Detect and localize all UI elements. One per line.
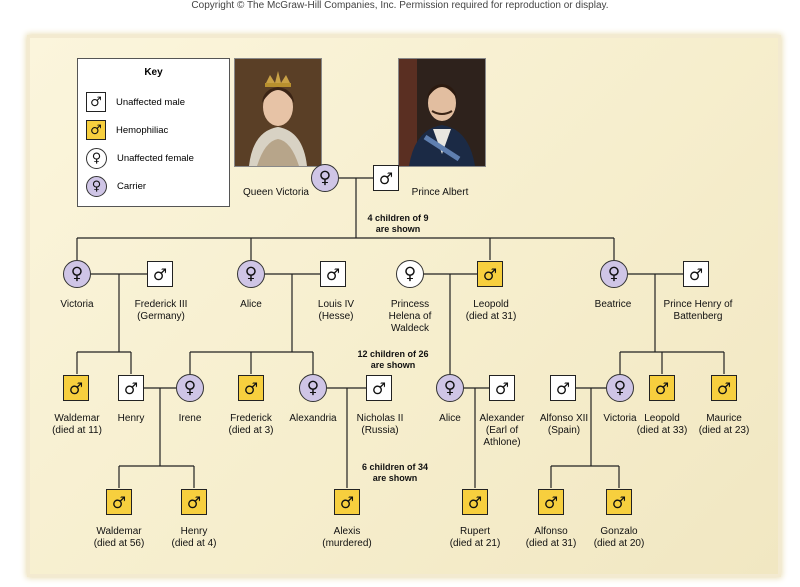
prince-henry-male-symbol: ♂ [683, 261, 709, 287]
helena-label: Princess Helena of Waldeck [388, 299, 432, 334]
rupert-label: Rupert (died at 21) [449, 526, 501, 549]
portrait-illustration [235, 59, 321, 166]
beatrice-carrier-symbol: ♀ [600, 260, 628, 288]
nicholas-ii-label: Nicholas II (Russia) [356, 413, 404, 436]
frederick-label: Frederick (died at 3) [228, 413, 274, 436]
gen1-children-note: 4 children of 9 are shown [367, 213, 429, 234]
prince-henry-label: Prince Henry of Battenberg [663, 299, 733, 322]
victoria-carrier-symbol: ♀ [63, 260, 91, 288]
legend-title: Key [144, 67, 163, 78]
leopold-gen3-hemophiliac-symbol: ♂ [649, 375, 675, 401]
rupert-hemophiliac-symbol: ♂ [462, 489, 488, 515]
irene-carrier-symbol: ♀ [176, 374, 204, 402]
gen2-children-note: 12 children of 26 are shown [357, 349, 429, 370]
waldemar-gen4-label: Waldemar (died at 56) [93, 526, 145, 549]
legend-key: Key ♂ Unaffected male ♂ Hemophiliac ♀ Un… [77, 58, 230, 207]
alexandria-label: Alexandria [289, 413, 337, 424]
alfonso-label: Alfonso (died at 31) [525, 526, 577, 549]
legend-hemophiliac: ♂ Hemophiliac [86, 120, 168, 140]
copyright-notice: Copyright © The McGraw-Hill Companies, I… [191, 0, 609, 11]
portrait-illustration [399, 59, 485, 166]
louis-iv-label: Louis IV (Hesse) [317, 299, 355, 322]
legend-unaffected-female: ♀ Unaffected female [86, 148, 194, 169]
male-symbol-icon: ♂ [86, 92, 106, 112]
alexander-male-symbol: ♂ [489, 375, 515, 401]
frederick-hemophiliac-symbol: ♂ [238, 375, 264, 401]
alice-carrier-symbol: ♀ [237, 260, 265, 288]
victoria-label: Victoria [60, 299, 94, 310]
prince-albert-label: Prince Albert [411, 187, 469, 198]
alexis-hemophiliac-symbol: ♂ [334, 489, 360, 515]
nicholas-ii-male-symbol: ♂ [366, 375, 392, 401]
frederick-iii-male-symbol: ♂ [147, 261, 173, 287]
carrier-female-icon: ♀ [86, 176, 107, 197]
queen-victoria-carrier-symbol: ♀ [311, 164, 339, 192]
frederick-iii-label: Frederick III (Germany) [134, 299, 188, 322]
victoria-gen3-label: Victoria [603, 413, 637, 424]
alfonso-xii-label: Alfonso XII (Spain) [539, 413, 589, 436]
waldemar-label: Waldemar (died at 11) [52, 413, 102, 436]
queen-victoria-label: Queen Victoria [243, 187, 309, 198]
queen-victoria-portrait [234, 58, 322, 167]
henry-male-symbol: ♂ [118, 375, 144, 401]
legend-label: Carrier [117, 181, 147, 192]
alice-gen3-label: Alice [439, 413, 461, 424]
prince-albert-male-symbol: ♂ [373, 165, 399, 191]
hemophiliac-male-icon: ♂ [86, 120, 106, 140]
louis-iv-male-symbol: ♂ [320, 261, 346, 287]
prince-albert-portrait [398, 58, 486, 167]
legend-carrier: ♀ Carrier [86, 176, 146, 197]
henry-label: Henry [117, 413, 145, 424]
gonzalo-label: Gonzalo (died at 20) [593, 526, 645, 549]
alice-label: Alice [240, 299, 262, 310]
waldemar-hemophiliac-symbol: ♂ [63, 375, 89, 401]
leopold-hemophiliac-symbol: ♂ [477, 261, 503, 287]
maurice-hemophiliac-symbol: ♂ [711, 375, 737, 401]
leopold-gen3-label: Leopold (died at 33) [636, 413, 688, 436]
helena-female-symbol: ♀ [396, 260, 424, 288]
victoria-gen3-carrier-symbol: ♀ [606, 374, 634, 402]
alexander-label: Alexander (Earl of Athlone) [479, 413, 525, 448]
alice-gen3-carrier-symbol: ♀ [436, 374, 464, 402]
henry-gen4-label: Henry (died at 4) [171, 526, 217, 549]
irene-label: Irene [178, 413, 202, 424]
alexandria-carrier-symbol: ♀ [299, 374, 327, 402]
henry-gen4-hemophiliac-symbol: ♂ [181, 489, 207, 515]
alfonso-xii-male-symbol: ♂ [550, 375, 576, 401]
beatrice-label: Beatrice [594, 299, 632, 310]
gen3-children-note: 6 children of 34 are shown [361, 462, 429, 483]
legend-label: Unaffected female [117, 153, 194, 164]
legend-label: Unaffected male [116, 96, 186, 108]
female-symbol-icon: ♀ [86, 148, 107, 169]
leopold-label: Leopold (died at 31) [465, 299, 517, 322]
legend-unaffected-male: ♂ Unaffected male [86, 92, 185, 112]
waldemar-gen4-hemophiliac-symbol: ♂ [106, 489, 132, 515]
maurice-label: Maurice (died at 23) [698, 413, 750, 436]
alexis-label: Alexis (murdered) [322, 526, 372, 549]
gonzalo-hemophiliac-symbol: ♂ [606, 489, 632, 515]
legend-label: Hemophiliac [116, 124, 169, 136]
alfonso-hemophiliac-symbol: ♂ [538, 489, 564, 515]
